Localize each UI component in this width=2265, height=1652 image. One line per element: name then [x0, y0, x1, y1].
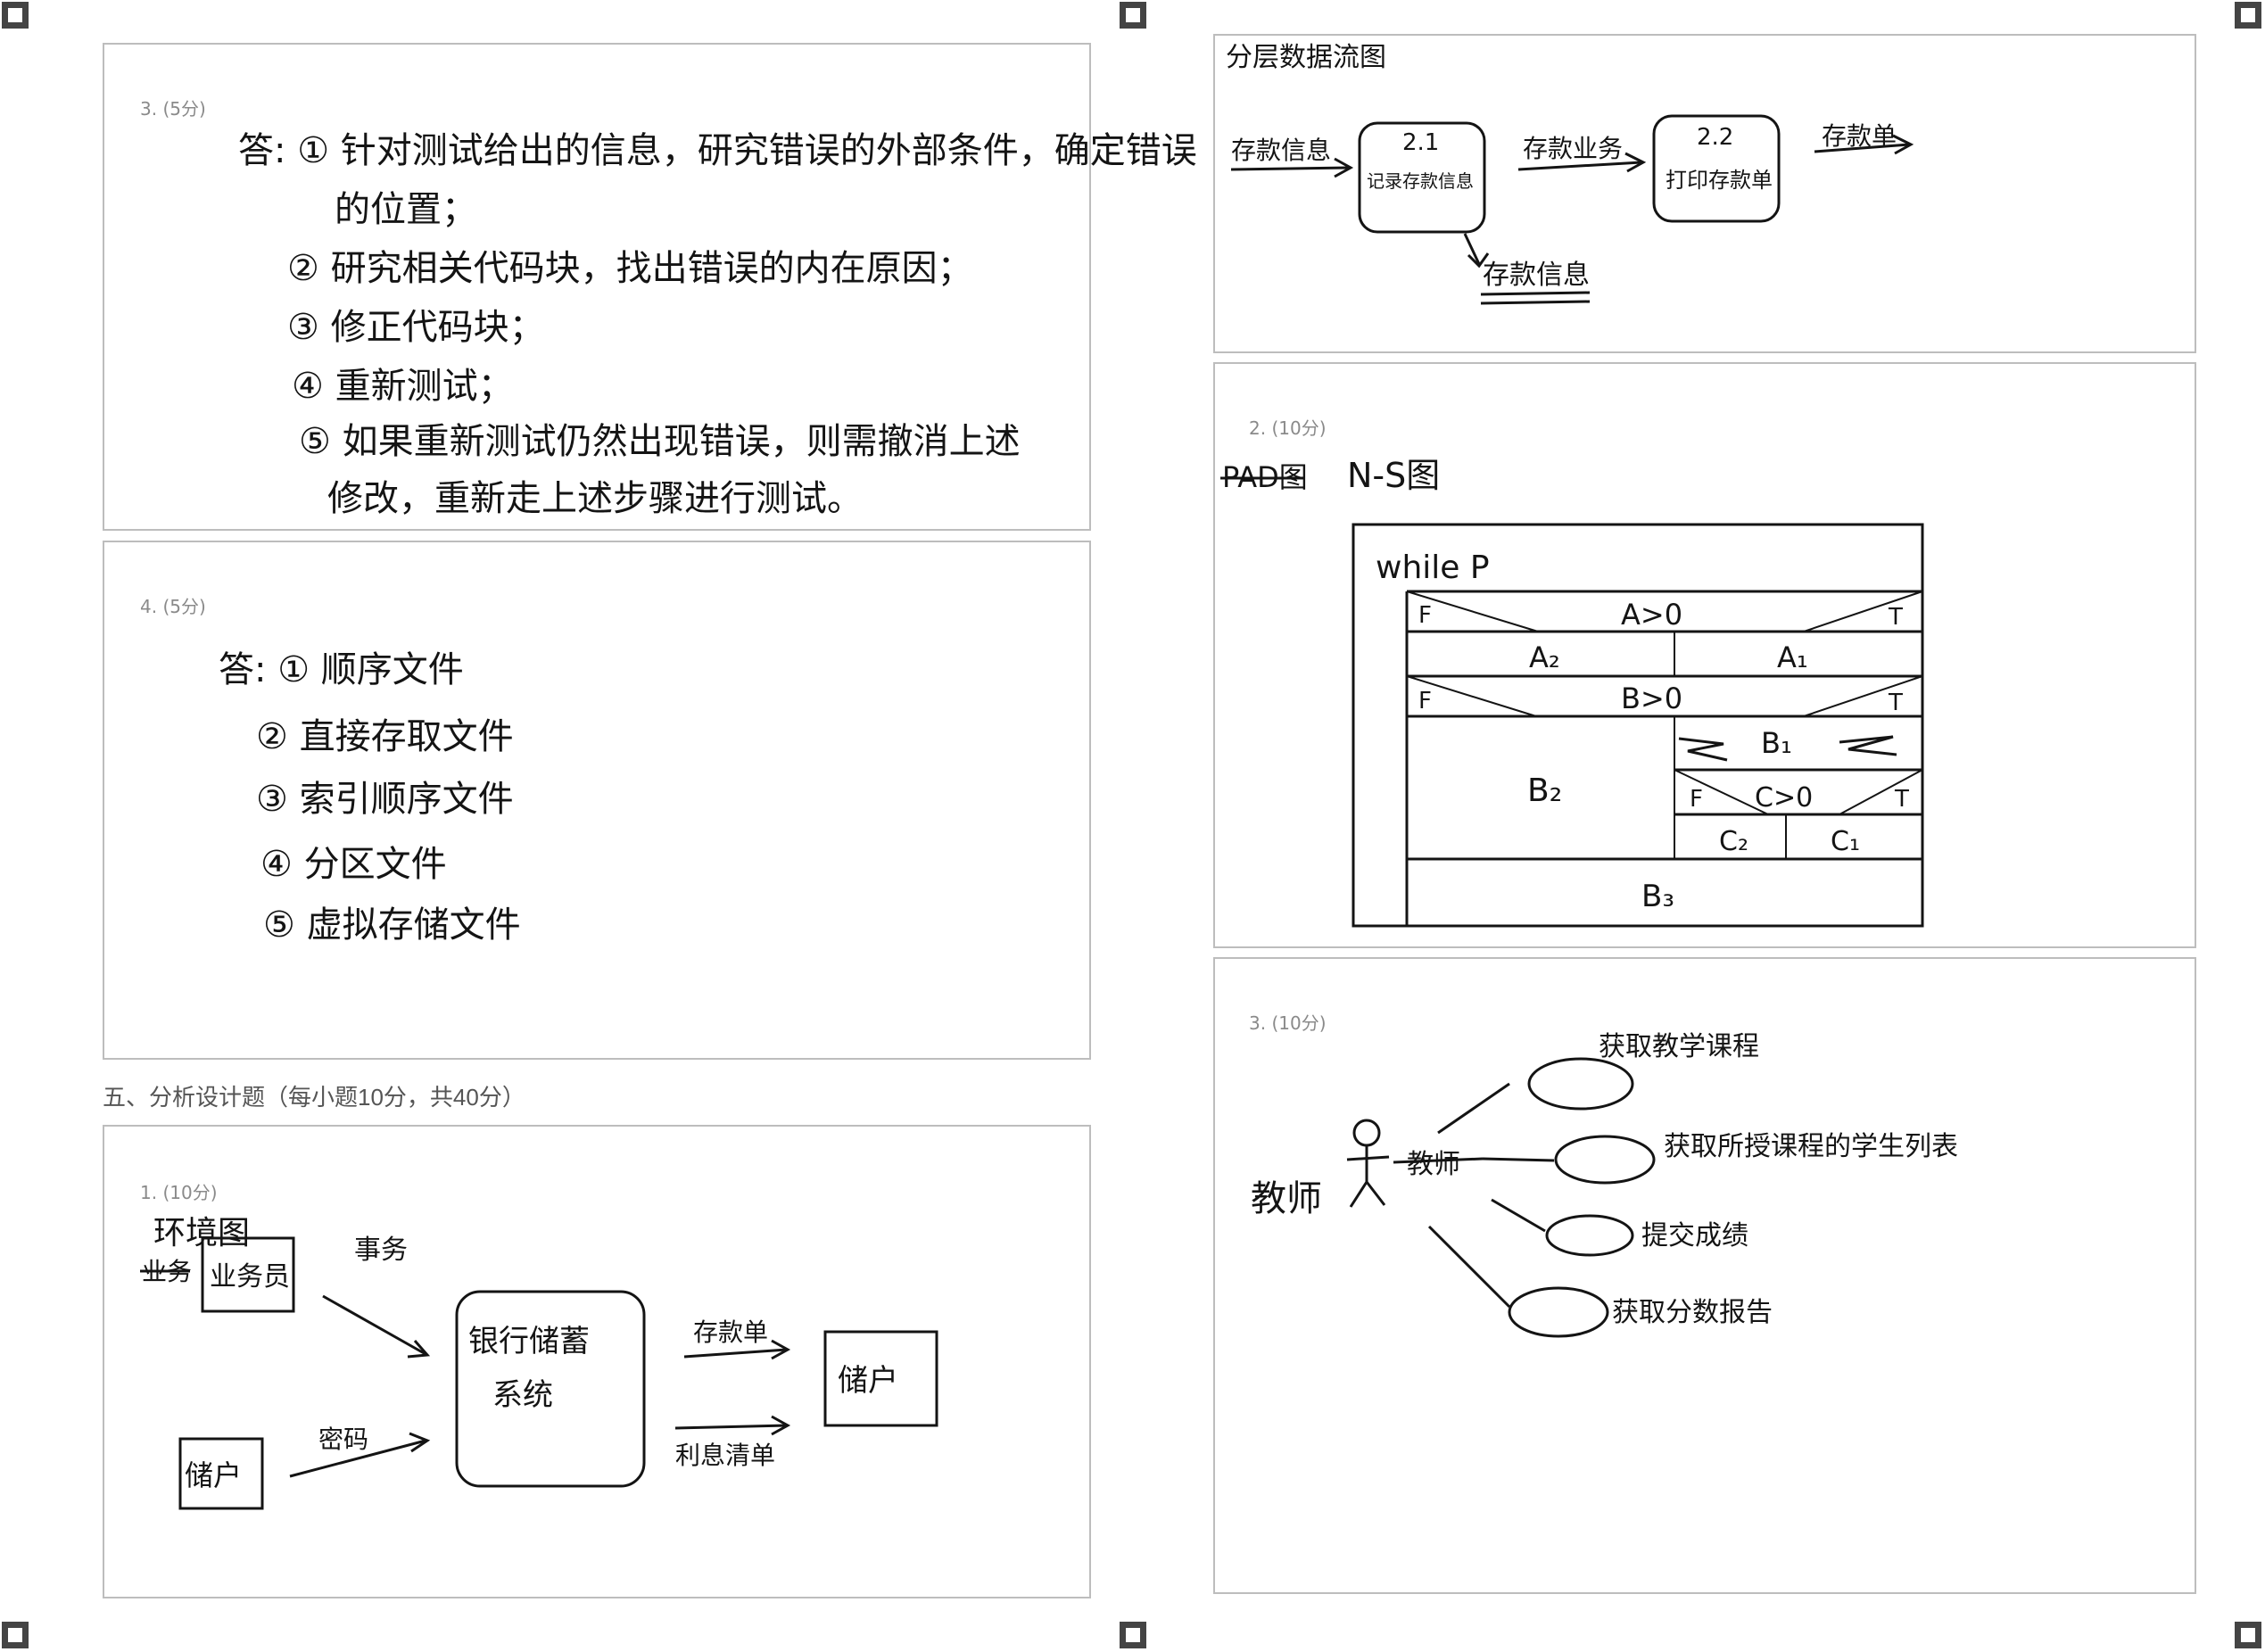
answer-line: ② 直接存取文件	[256, 716, 514, 757]
use-case-ellipse	[1554, 1135, 1656, 1185]
depositor-entity-box	[178, 1437, 264, 1510]
use-case-label: 获取分数报告	[1612, 1297, 1773, 1328]
answer-line: 答: ① 针对测试给出的信息，研究错误的外部条件，确定错误	[238, 130, 1197, 171]
condition-label: A>0	[1621, 598, 1682, 632]
process-id: 2.1	[1402, 129, 1439, 156]
use-case-label: 获取所授课程的学生列表	[1664, 1131, 1958, 1162]
question-label: 2. (10分)	[1249, 417, 1327, 439]
process-name: 记录存款信息	[1367, 170, 1474, 192]
branch-label: C₂	[1719, 826, 1748, 857]
branch-label: B₃	[1641, 879, 1674, 914]
answer-line: 答: ① 顺序文件	[219, 649, 464, 690]
answer-line: ④ 重新测试；	[292, 366, 514, 407]
interest-flow-label: 利息清单	[675, 1441, 775, 1470]
receipt-flow-label: 存款单	[693, 1317, 768, 1347]
branch-label: A₂	[1529, 640, 1560, 674]
ns-outer-frame	[1352, 523, 1924, 928]
answer-line: ③ 修正代码块；	[287, 307, 545, 348]
false-label: F	[1690, 786, 1703, 813]
question-label: 4. (5分)	[140, 596, 206, 617]
condition-label: C>0	[1755, 782, 1813, 814]
transaction-flow-label: 事务	[354, 1235, 408, 1266]
branch-label: B₁	[1761, 726, 1792, 760]
answer-line: ⑤ 虚拟存储文件	[263, 904, 521, 946]
password-flow-label: 密码	[318, 1425, 368, 1454]
corner-marker-bm	[1120, 1622, 1146, 1648]
use-case-diagram: 教师 教师 获取教学课程 获取所授课程的学生列表 提交成绩 获取分数报告	[1251, 1031, 1958, 1338]
corner-marker-tl	[2, 2, 29, 29]
answer-line: ② 研究相关代码块，找出错误的内在原因；	[287, 248, 973, 289]
while-label: while P	[1376, 549, 1490, 586]
system-label: 银行储蓄	[468, 1324, 590, 1359]
use-case-ellipse	[1527, 1057, 1634, 1111]
question-label: 1. (10分)	[140, 1182, 218, 1203]
question-label: 3. (5分)	[140, 98, 206, 120]
system-label: 系统	[492, 1377, 553, 1413]
actor-icon	[1352, 1119, 1381, 1147]
clerk-label: 业务员	[210, 1261, 290, 1293]
process-2-2-box	[1652, 114, 1781, 223]
depositor-label: 储户	[185, 1458, 242, 1492]
answer-line: 修改，重新走上述步骤进行测试。	[327, 478, 863, 519]
corner-marker-tm	[1120, 2, 1146, 29]
actor-label: 教师	[1251, 1178, 1322, 1219]
middle-flow-label: 存款业务	[1523, 134, 1623, 163]
answer-box-q3-right: 3. (10分) 教师 教师 获取教学课程 获取所授课程的学生列表 提交成绩 获…	[1213, 957, 2196, 1594]
use-case-label: 获取教学课程	[1599, 1031, 1759, 1062]
process-2-1-box	[1358, 121, 1486, 234]
layered-dfd: 分层数据流图 存款信息 2.1 记录存款信息 存款业务 2.2 打印存款单 存款…	[1226, 42, 1914, 305]
input-flow-label: 存款信息	[1231, 136, 1331, 165]
false-label: F	[1418, 602, 1432, 629]
answer-line: ④ 分区文件	[260, 844, 447, 885]
corner-marker-tr	[2235, 2, 2261, 29]
true-label: T	[1894, 786, 1909, 813]
depositor-output-label: 储户	[838, 1363, 898, 1399]
answer-box-q1: 1. (10分) 环境图 业务 业务员 事务 储户 密码 银行储蓄 系统 存款单…	[103, 1125, 1091, 1598]
answer-line: ⑤ 如果重新测试仍然出现错误，则需撤消上述	[299, 421, 1021, 462]
bank-system-box	[455, 1290, 646, 1488]
branch-label: C₁	[1831, 826, 1860, 857]
context-diagram: 业务 业务员 事务 储户 密码 银行储蓄 系统 存款单 利息清单 储户	[140, 1235, 938, 1510]
data-store-label: 存款信息	[1483, 260, 1590, 291]
ns-title: N-S图	[1347, 456, 1440, 495]
corner-marker-bl	[2, 1622, 29, 1648]
branch-label: A₁	[1777, 640, 1808, 674]
dfd-title: 分层数据流图	[1226, 42, 1386, 73]
condition-label: B>0	[1621, 681, 1682, 715]
section-title: 五、分析设计题（每小题10分，共40分）	[103, 1084, 525, 1111]
corner-marker-br	[2235, 1622, 2261, 1648]
question-label: 3. (10分)	[1249, 1012, 1327, 1034]
answer-box-dfd: 分层数据流图 存款信息 2.1 记录存款信息 存款业务 2.2 打印存款单 存款…	[1213, 34, 2196, 353]
answer-box-q3-left: 3. (5分) 答: ① 针对测试给出的信息，研究错误的外部条件，确定错误 的位…	[103, 43, 1197, 531]
use-case-ellipse	[1508, 1286, 1609, 1338]
answer-box-q2-ns: 2. (10分) PAD图 N-S图 while P F A>0 T A₂ A₁…	[1213, 362, 2196, 948]
process-id: 2.2	[1697, 124, 1733, 151]
true-label: T	[1888, 690, 1903, 716]
ns-diagram: PAD图 N-S图 while P F A>0 T A₂ A₁ F B>0 T …	[1220, 456, 1924, 928]
false-label: F	[1418, 688, 1432, 714]
answer-line: 的位置；	[335, 189, 477, 230]
answer-line: ③ 索引顺序文件	[256, 779, 514, 820]
struck-word: 教师	[1407, 1149, 1460, 1180]
branch-label: B₂	[1527, 772, 1562, 809]
process-name: 打印存款单	[1666, 168, 1773, 193]
use-case-ellipse	[1545, 1214, 1634, 1257]
use-case-label: 提交成绩	[1641, 1220, 1748, 1251]
true-label: T	[1888, 604, 1903, 631]
depositor-output-box	[823, 1330, 938, 1427]
answer-box-q4: 4. (5分) 答: ① 顺序文件 ② 直接存取文件 ③ 索引顺序文件 ④ 分区…	[103, 541, 1091, 1060]
clerk-entity-box	[201, 1236, 295, 1313]
